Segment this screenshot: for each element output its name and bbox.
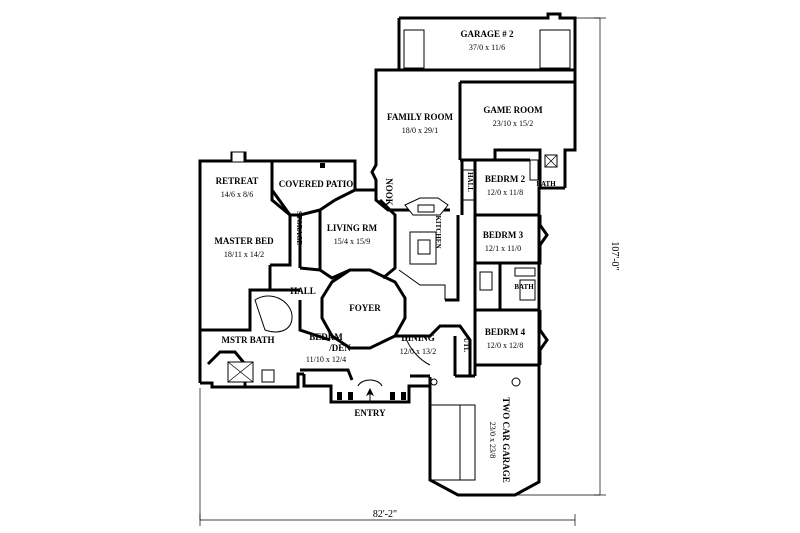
dimension-lines (199, 17, 606, 526)
size-game-room: 23/10 x 15/2 (493, 119, 533, 128)
label-nook: NOOK (384, 178, 394, 206)
label-foyer: FOYER (349, 303, 381, 313)
size-bedrm-den: 11/10 x 12/4 (306, 355, 346, 364)
label-util: UTL (462, 338, 470, 353)
size-garage2: 37/0 x 11/6 (469, 43, 505, 52)
label-entry: ENTRY (354, 408, 386, 418)
size-bedrm4: 12/0 x 12/8 (487, 341, 523, 350)
label-bath-upper: BATH (536, 180, 556, 188)
label-bath-lower: BATH (514, 283, 534, 291)
label-bedrm3: BEDRM 3 (483, 230, 524, 240)
label-hall-upper: HALL (466, 172, 474, 192)
label-bedrm-den-2: /DEN (328, 343, 351, 353)
size-retreat: 14/6 x 8/6 (221, 190, 253, 199)
dimension-labels: 82'-2" 107'-0" (373, 241, 620, 520)
label-kitchen: KITCHEN (434, 215, 442, 248)
size-two-car-garage: 23/0 x 23/8 (488, 422, 497, 458)
label-bedrm2: BEDRM 2 (485, 174, 526, 184)
label-dining: DINING (401, 333, 435, 343)
label-master-bed: MASTER BED (214, 236, 274, 246)
fixtures (227, 29, 571, 481)
label-storage: STORAGE (295, 211, 303, 245)
label-covered-patio: COVERED PATIO (279, 179, 353, 189)
room-labels: GARAGE # 2 37/0 x 11/6 FAMILY ROOM 18/0 … (214, 29, 556, 483)
label-retreat: RETREAT (216, 176, 259, 186)
label-game-room: GAME ROOM (483, 105, 543, 115)
label-two-car-garage: TWO CAR GARAGE (501, 397, 511, 483)
size-master-bed: 18/11 x 14/2 (224, 250, 264, 259)
size-family-room: 18/0 x 29/1 (402, 126, 438, 135)
size-living-rm: 15/4 x 15/9 (334, 237, 370, 246)
label-bedrm4: BEDRM 4 (485, 327, 526, 337)
size-dining: 12/0 x 13/2 (400, 347, 436, 356)
label-living-rm: LIVING RM (327, 223, 378, 233)
label-width: 82'-2" (373, 509, 397, 520)
label-garage2: GARAGE # 2 (460, 29, 514, 39)
label-hall: HALL (290, 286, 316, 296)
label-bedrm-den: BEDRM (309, 332, 343, 342)
size-bedrm3: 12/1 x 11/0 (485, 244, 521, 253)
label-mstr-bath: MSTR BATH (221, 335, 274, 345)
size-bedrm2: 12/0 x 11/8 (487, 188, 523, 197)
label-depth: 107'-0" (609, 241, 620, 270)
label-family-room: FAMILY ROOM (387, 112, 453, 122)
